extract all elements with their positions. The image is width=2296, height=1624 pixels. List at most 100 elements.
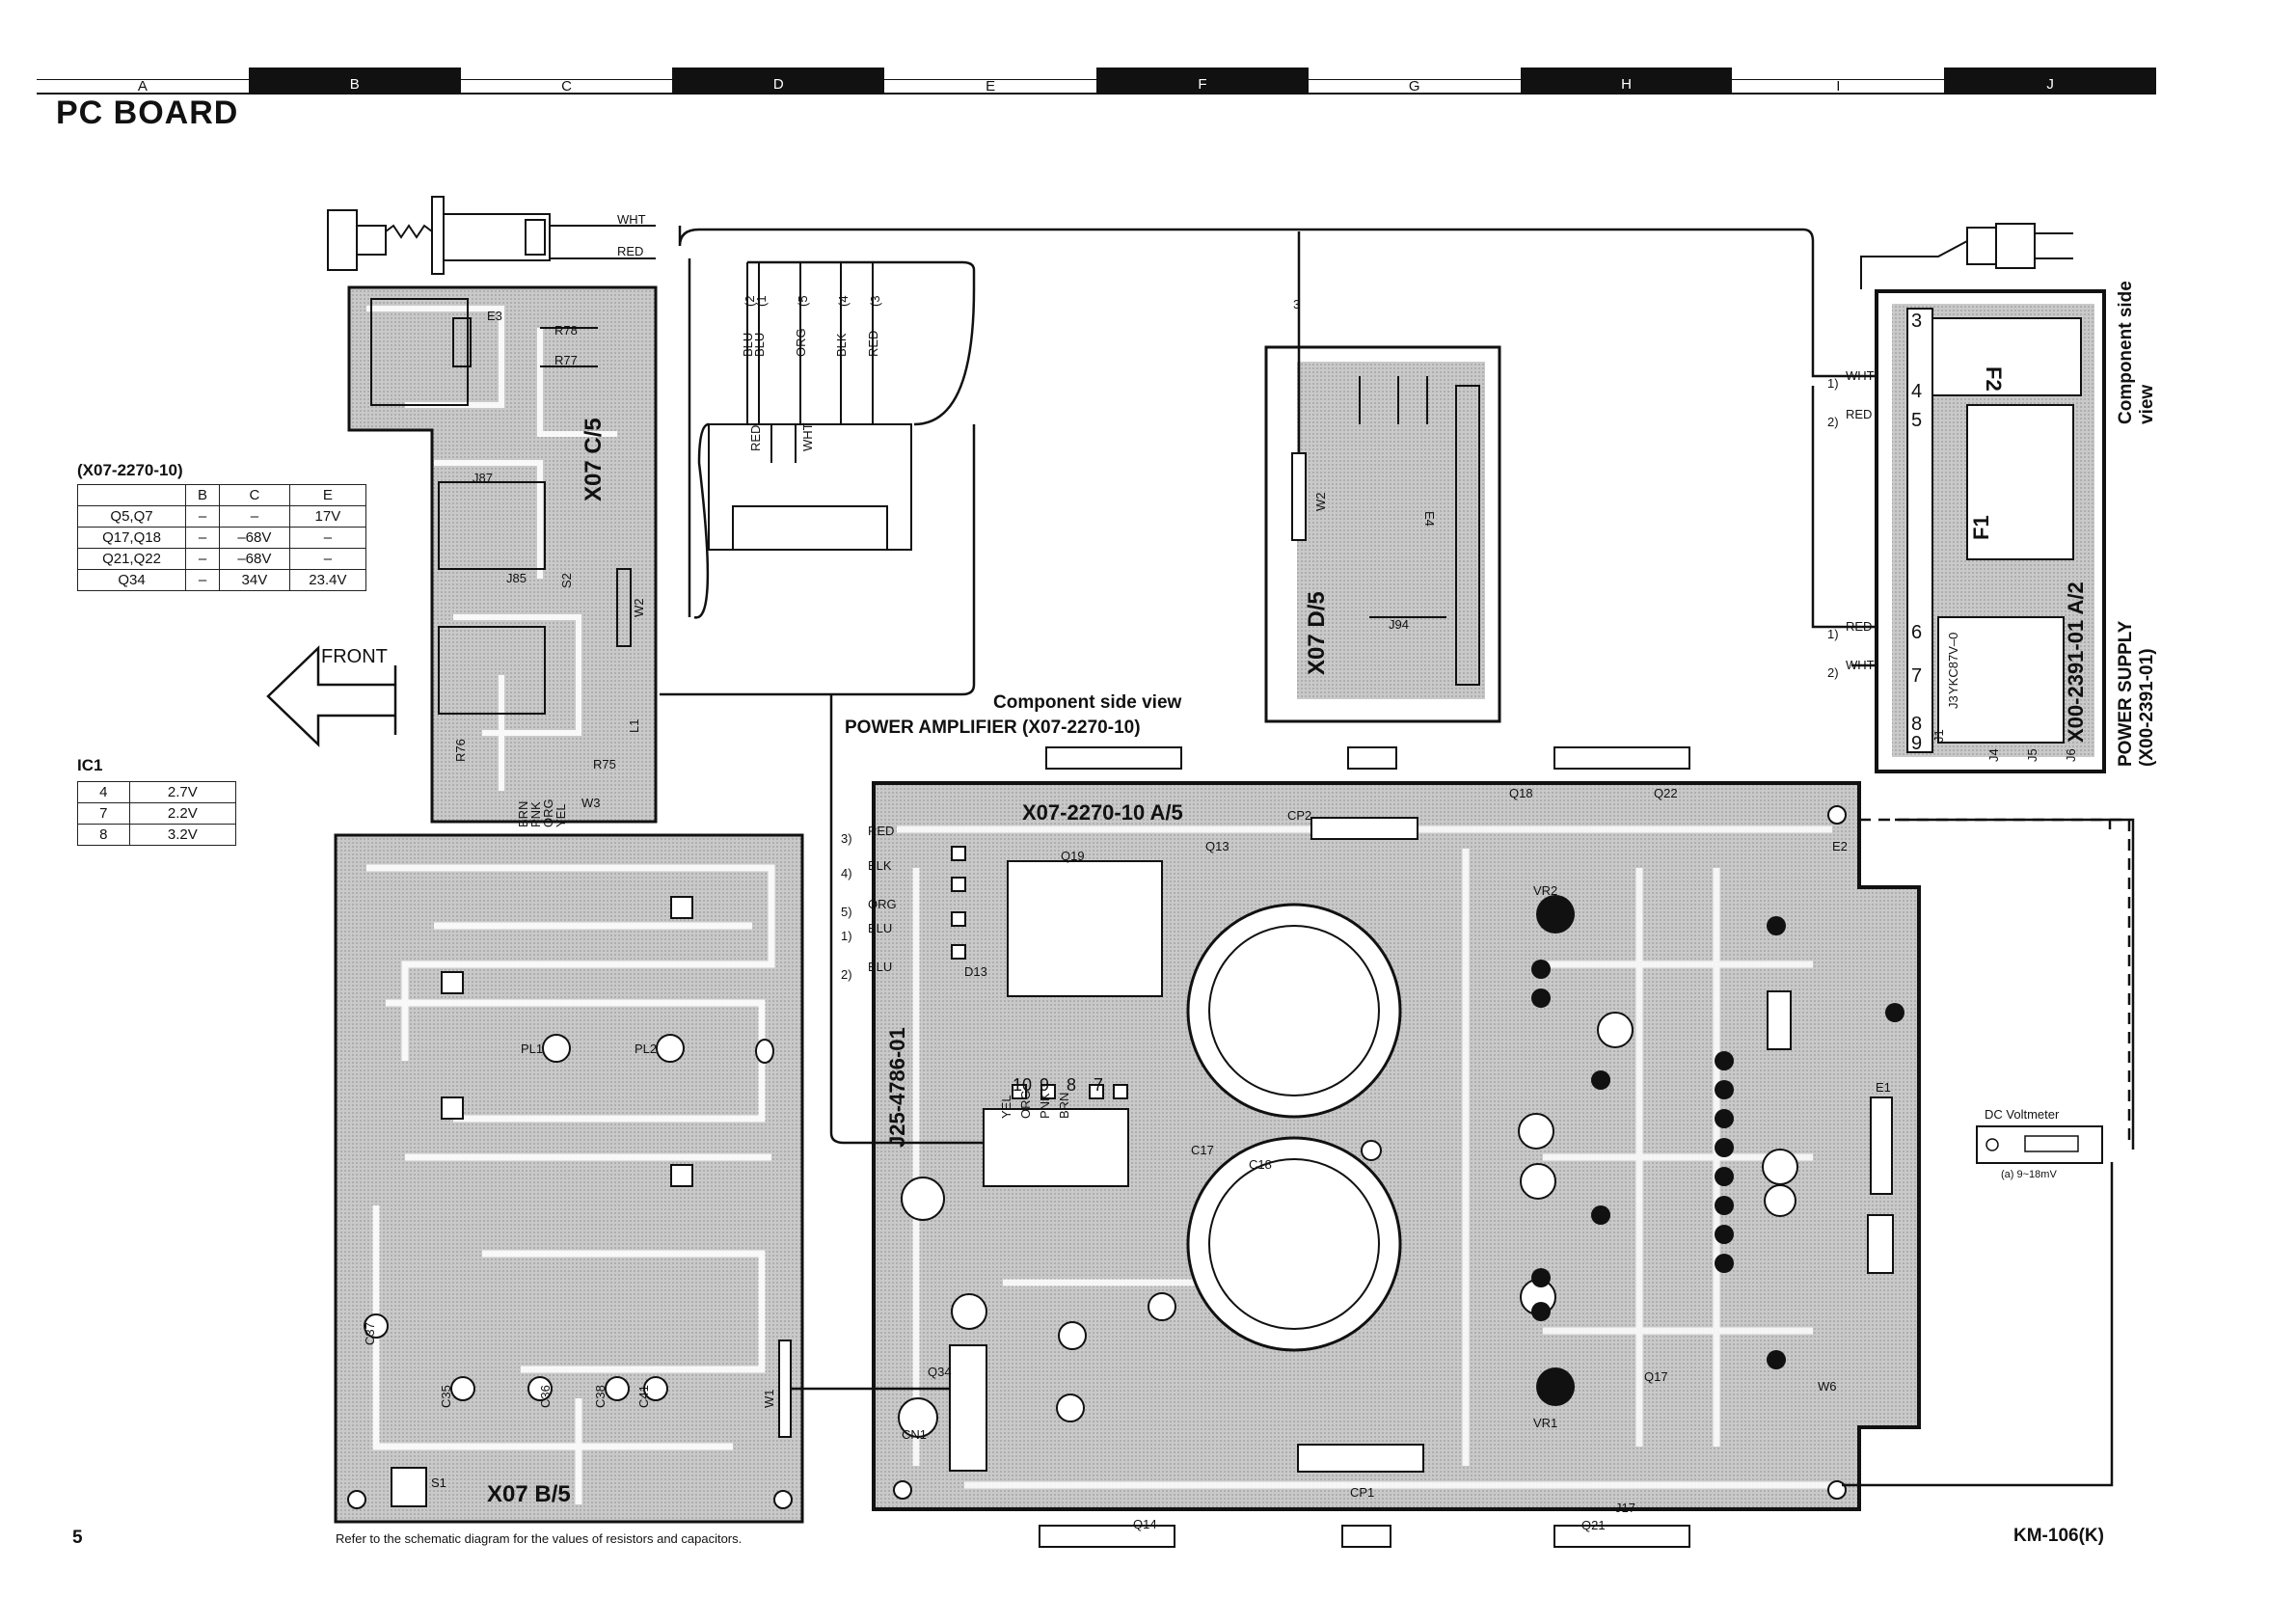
amp-ref-q13: Q13 [1205,839,1229,853]
transformer-wire-1: BLU [752,332,767,357]
board-c5-ref-w2: W2 [632,598,646,618]
board-c5-ref-r75: R75 [593,757,616,771]
table-row: Q17,Q18––68V– [76,527,367,549]
transformer-pin-3: (4 [836,295,851,307]
amp-ref-q17: Q17 [1644,1369,1668,1384]
amp-ref-c18: C18 [1249,1157,1272,1172]
supply-terminal-3: 3 [1911,311,1923,332]
voltage-table-title: (X07-2270-10) [77,461,183,479]
table-row: Q21,Q22––68V– [76,548,367,570]
amp-wire-num-9: 9 [1040,1075,1050,1095]
table-cell: 34V [218,569,290,591]
supply-terminal-6: 6 [1911,622,1923,643]
transformer-pin-2: (5 [796,295,810,307]
transformer-wire-3: BLK [834,333,849,357]
table-header-cell: E [288,484,367,506]
board-b5-ref-w1: W1 [762,1389,776,1409]
transformer-pin-1: (1 [754,295,769,307]
amp-input-pin-2: 5) [841,905,852,919]
amp-input-2: ORG [868,897,897,911]
supply-ref-f2: F2 [1982,366,2006,392]
supply-wire-0: WHT [1846,368,1875,383]
table-header-cell: C [218,484,290,506]
table-cell: Q5,Q7 [76,505,187,528]
amp-ref-e1: E1 [1876,1080,1891,1095]
board-c5-name: X07 C/5 [581,418,607,501]
amp-input-4: BLU [868,960,893,974]
amp-ref-d13: D13 [964,964,987,979]
amp-wire-num-8: 8 [1067,1075,1077,1095]
grid-column-i: I [1732,79,1945,94]
wire-red: RED [617,244,644,258]
amp-side-view: Component side view [993,692,1182,713]
board-b5-ref-c35: C35 [439,1385,453,1408]
grid-column-j: J [1944,68,2156,93]
table-cell: 8 [77,824,130,846]
board-c5-ref-l1: L1 [627,718,641,733]
supply-ref-j1: J1 [1931,729,1946,743]
amp-wire-pnk: PNK [1038,1093,1052,1119]
transformer-pin-4: (3 [868,295,882,307]
amp-input-1: BLK [868,858,892,873]
amp-ref-q19: Q19 [1061,849,1085,863]
board-b5 [334,833,804,1524]
grid-column-a: A [37,79,249,94]
table-header-cell [76,484,187,506]
power-switch [327,196,551,275]
supply-pin-1: 2) [1827,415,1839,429]
amp-ref-cp2: CP2 [1287,808,1312,823]
board-c5-ref-r78: R78 [554,323,578,338]
table-cell: 3.2V [128,824,237,846]
amp-input-0: RED [868,824,895,838]
table-header-cell: B [185,484,220,506]
amp-input-pin-4: 2) [841,967,852,982]
supply-terminal-4: 4 [1911,381,1923,402]
amp-wire-num-10: 10 [1013,1075,1033,1095]
table-cell: – [218,505,290,528]
supply-terminal-5: 5 [1911,410,1923,431]
board-d5-ref-e4: E4 [1422,511,1437,527]
table-cell: – [185,548,220,570]
board-c5-ref-e3: E3 [487,309,502,323]
table-cell: 4 [77,781,130,803]
front-label: FRONT [321,646,388,667]
amp-ref-q34: Q34 [928,1365,952,1379]
table-cell: 17V [288,505,367,528]
supply-terminal-8: 8 [1911,714,1923,735]
amp-board-name: X07-2270-10 A/5 [1022,800,1183,825]
board-b5-ref-pl1: PL1 [521,1042,544,1056]
grid-column-h: H [1520,68,1733,93]
amp-input-pin-1: 4) [841,866,852,880]
board-b5-ref-c37: C37 [363,1322,377,1345]
board-c5-ref-s2: S2 [559,573,574,588]
table-cell: Q34 [76,569,187,591]
amp-input-pin-0: 3) [841,831,852,846]
supply-ref-f1: F1 [1969,515,1993,540]
grid-column-d: D [672,68,885,93]
transformer-red-label: RED [748,424,763,451]
board-b5-ref-s1: S1 [431,1475,446,1490]
supply-board-name: X00-2391-01 A/2 [2064,582,2088,743]
grid-column-c: C [460,79,673,94]
board-b5-name: X07 B/5 [487,1481,571,1507]
amp-ref-e2: E2 [1832,839,1848,853]
amp-input-pin-3: 1) [841,929,852,943]
table-cell: – [185,527,220,549]
grid-column-b: B [248,68,461,93]
amp-ref-q21: Q21 [1581,1518,1606,1532]
page-number: 5 [72,1528,83,1548]
transformer-wht-label: WHT [800,422,815,451]
supply-side-view: Component side view [2116,281,2157,424]
grid-column-e: E [884,79,1096,94]
grid-column-g: G [1308,79,1521,94]
footnote: Refer to the schematic diagram for the v… [336,1531,743,1546]
table-cell: 2.2V [128,802,237,825]
table-cell: 7 [77,802,130,825]
ic-table-title: IC1 [77,756,103,774]
board-c5-ref-r76: R76 [453,739,468,762]
